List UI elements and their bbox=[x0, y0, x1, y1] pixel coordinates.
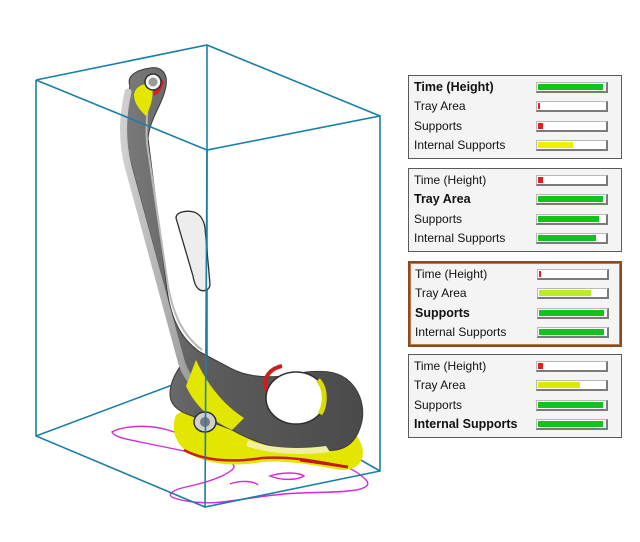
metric-bar bbox=[537, 327, 609, 339]
metric-row: Internal Supports bbox=[409, 416, 621, 435]
metric-bar bbox=[537, 307, 609, 319]
metric-label: Supports bbox=[414, 211, 463, 226]
metric-bar bbox=[536, 419, 608, 431]
metric-row: Tray Area bbox=[409, 377, 621, 396]
metric-bar-fill bbox=[538, 421, 603, 428]
metric-label: Tray Area bbox=[414, 378, 466, 393]
metric-row: Internal Supports bbox=[409, 230, 621, 249]
metric-row: Time (Height) bbox=[409, 358, 621, 377]
metric-row: Internal Supports bbox=[410, 324, 620, 343]
metric-bar-fill bbox=[538, 142, 573, 149]
metric-bar-fill bbox=[538, 401, 603, 408]
metric-row: Time (Height) bbox=[409, 79, 621, 98]
metric-label: Supports bbox=[415, 305, 470, 320]
metric-row: Supports bbox=[409, 211, 621, 230]
bounding-box-front bbox=[35, 79, 381, 508]
metric-label: Supports bbox=[414, 397, 463, 412]
metric-bar-fill bbox=[538, 103, 540, 110]
metric-bar bbox=[536, 120, 608, 132]
metric-label: Internal Supports bbox=[415, 325, 507, 340]
metric-label: Time (Height) bbox=[414, 80, 494, 94]
metric-label: Time (Height) bbox=[414, 359, 487, 373]
metric-bar bbox=[536, 233, 608, 245]
metric-bar bbox=[536, 380, 608, 392]
metric-bar-fill bbox=[539, 329, 604, 336]
metric-row: Supports bbox=[409, 118, 621, 137]
metric-bar-fill bbox=[538, 363, 543, 369]
metric-row: Time (Height) bbox=[409, 172, 621, 191]
metric-bar bbox=[536, 82, 608, 93]
metric-bar bbox=[536, 194, 608, 206]
metric-bar bbox=[536, 140, 608, 152]
metric-row: Internal Supports bbox=[409, 137, 621, 156]
metric-bar-fill bbox=[538, 122, 543, 129]
metric-row: Time (Height) bbox=[410, 266, 620, 285]
metric-bar-fill bbox=[539, 290, 591, 297]
metric-label: Internal Supports bbox=[414, 138, 506, 153]
metric-label: Time (Height) bbox=[415, 267, 488, 281]
metric-bar-fill bbox=[539, 309, 604, 316]
metric-label: Internal Supports bbox=[414, 231, 506, 246]
metric-label: Tray Area bbox=[414, 192, 471, 207]
metric-label: Supports bbox=[414, 118, 463, 133]
metric-row: Supports bbox=[409, 397, 621, 416]
3d-viewport[interactable] bbox=[0, 0, 400, 542]
metric-bar bbox=[537, 288, 609, 300]
metric-bar-fill bbox=[538, 177, 543, 183]
bracket-part bbox=[120, 67, 364, 471]
metric-bar-fill bbox=[538, 235, 596, 242]
metric-label: Internal Supports bbox=[414, 417, 518, 432]
metric-bar bbox=[536, 399, 608, 411]
metric-row: Tray Area bbox=[409, 191, 621, 210]
metric-bar-fill bbox=[538, 215, 599, 222]
metric-bar bbox=[536, 101, 608, 113]
metric-label: Tray Area bbox=[415, 286, 467, 301]
metric-row: Supports bbox=[410, 305, 620, 324]
part-orientation-view bbox=[35, 44, 381, 508]
metric-bar bbox=[536, 213, 608, 225]
metric-row: Tray Area bbox=[410, 285, 620, 304]
metric-bar bbox=[537, 269, 609, 280]
metric-bar-fill bbox=[538, 382, 580, 389]
metric-bar bbox=[536, 361, 608, 372]
metric-bar-fill bbox=[538, 196, 603, 203]
metric-bar-fill bbox=[539, 271, 541, 277]
metric-bar-fill bbox=[538, 84, 603, 90]
metric-label: Time (Height) bbox=[414, 173, 487, 187]
metric-row: Tray Area bbox=[409, 98, 621, 117]
metric-label: Tray Area bbox=[414, 99, 466, 114]
metric-bar bbox=[536, 175, 608, 186]
